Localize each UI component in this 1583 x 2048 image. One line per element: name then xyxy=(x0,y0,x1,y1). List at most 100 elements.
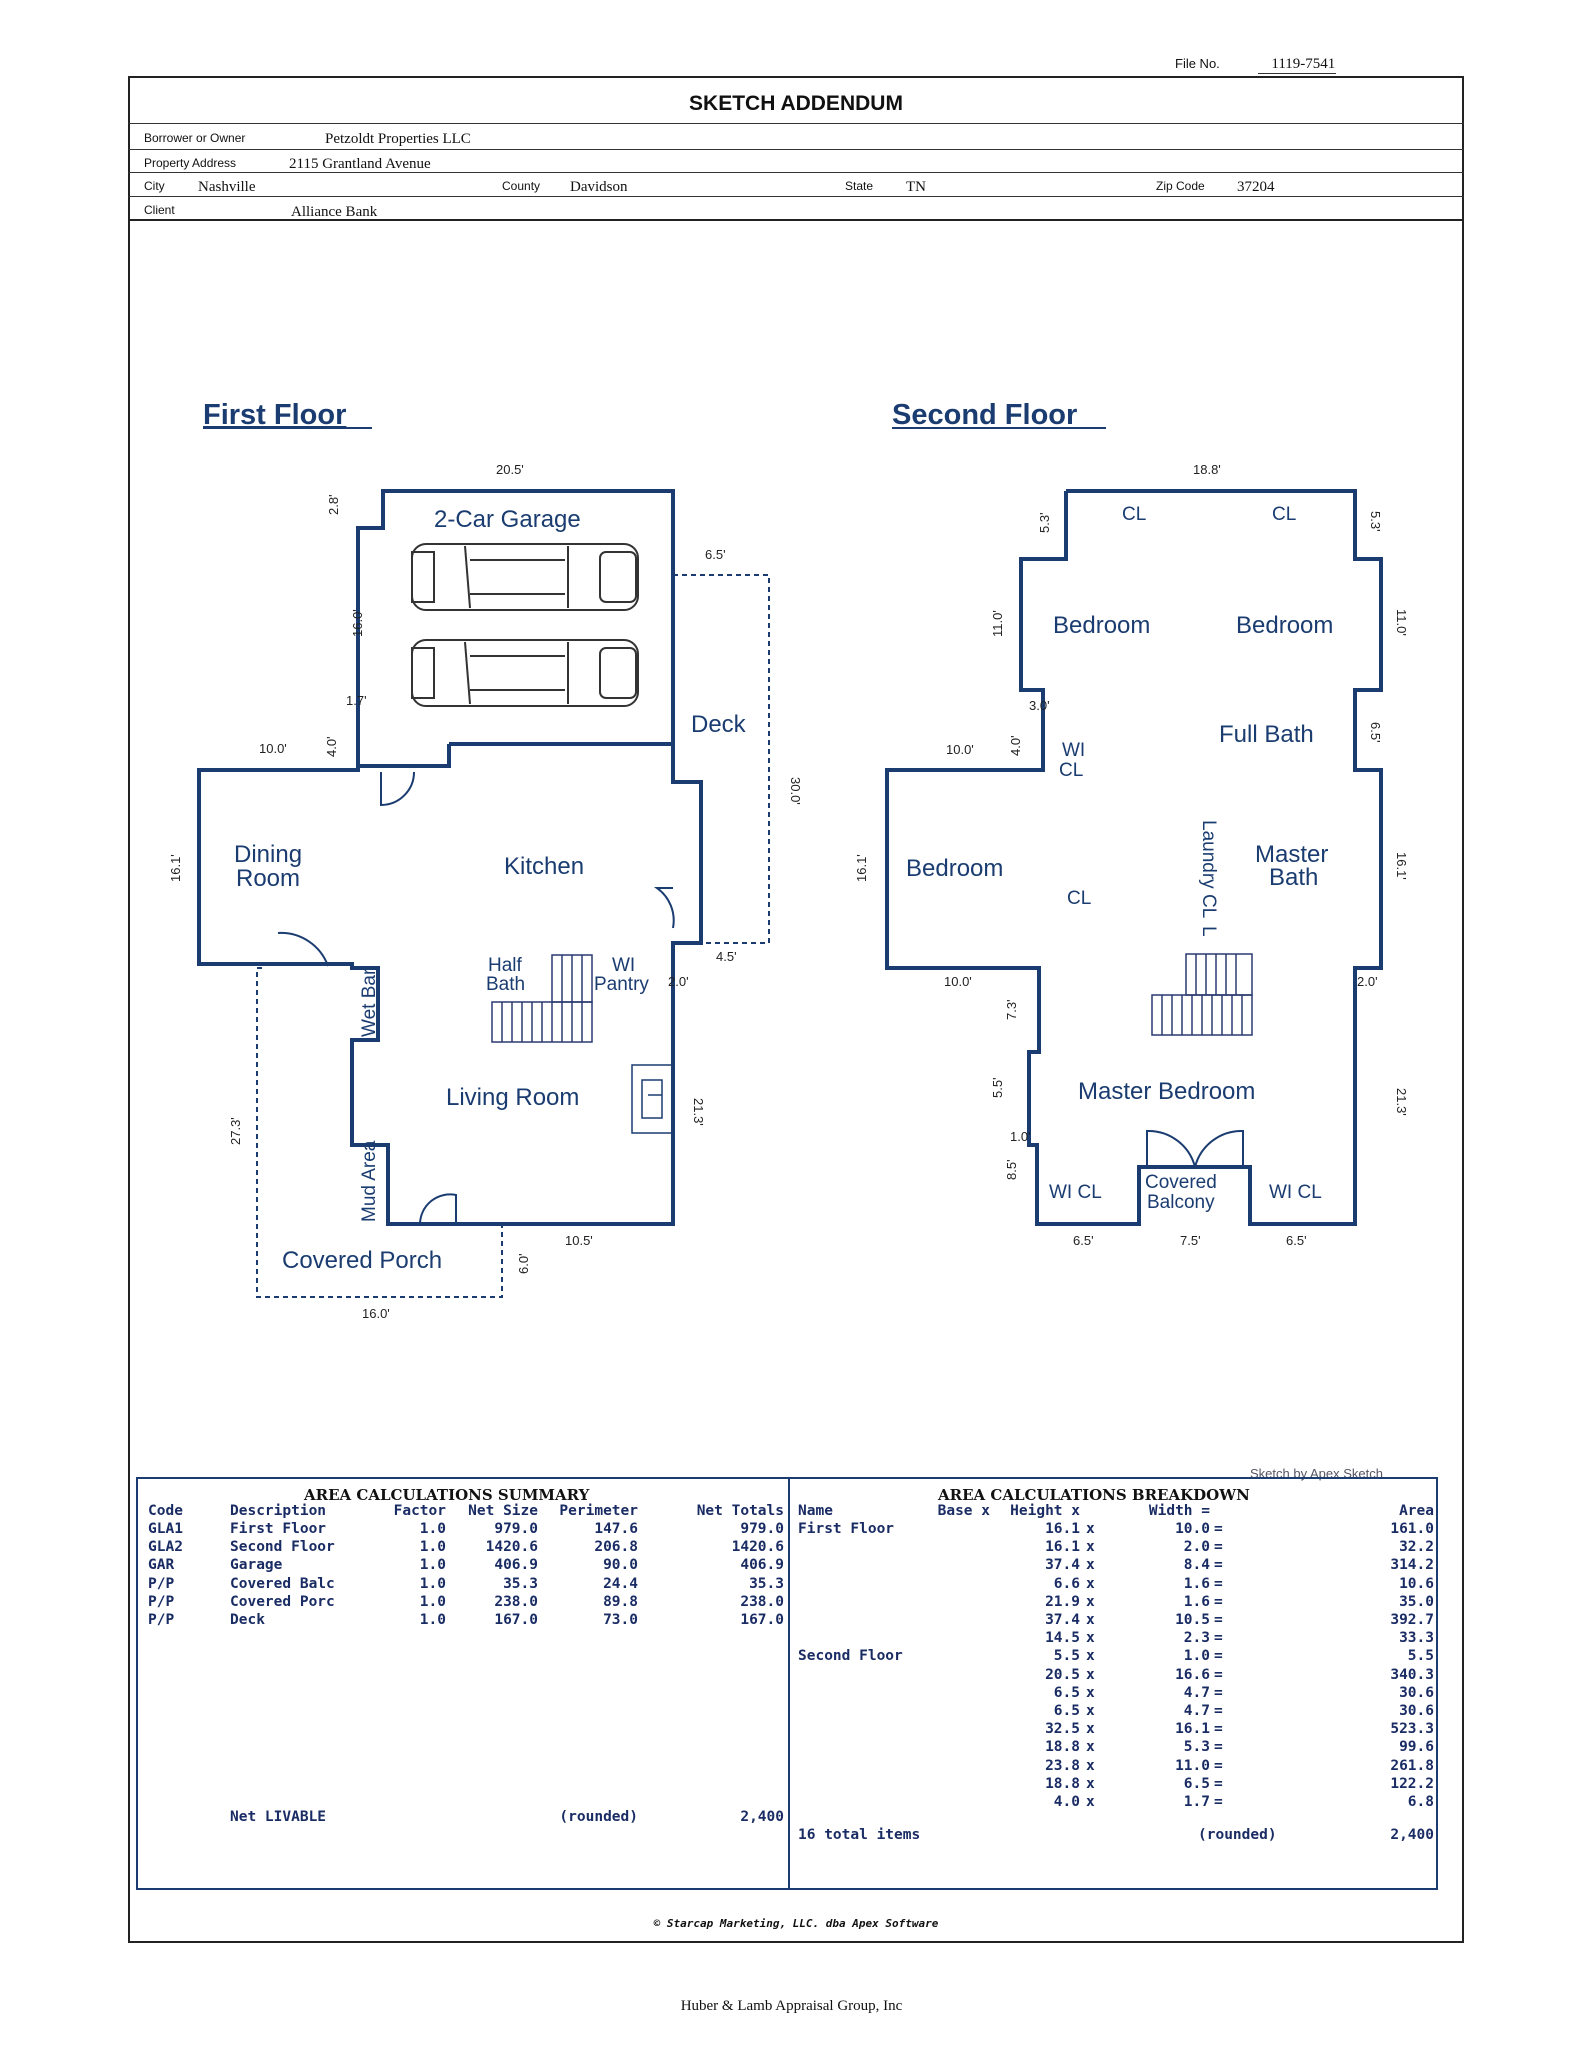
dimension-label: 11.0' xyxy=(990,610,1005,637)
breakdown-area: 314.2 xyxy=(1390,1557,1434,1574)
county-value: Davidson xyxy=(570,179,628,195)
deck-outline xyxy=(673,574,770,944)
breakdown-column-header: Name xyxy=(798,1503,833,1519)
dimension-label: 11.0' xyxy=(1394,609,1409,636)
dimension-label: 10.0' xyxy=(946,742,974,757)
summary-column-header: Perimeter xyxy=(559,1503,638,1519)
breakdown-x: x xyxy=(1086,1775,1095,1792)
summary-cell: 206.8 xyxy=(594,1539,638,1556)
breakdown-x: x xyxy=(1086,1666,1095,1683)
dimension-label: 5.3' xyxy=(1037,512,1052,533)
dimension-label: 16.1' xyxy=(168,854,183,882)
summary-cell: 167.0 xyxy=(494,1612,538,1628)
dimension-label: 21.3' xyxy=(691,1098,706,1126)
breakdown-height: 37.4 xyxy=(1045,1612,1080,1628)
breakdown-eq: = xyxy=(1214,1757,1223,1774)
breakdown-area: 30.6 xyxy=(1399,1703,1434,1719)
breakdown-x: x xyxy=(1086,1630,1095,1647)
room-label-dining: Room xyxy=(236,865,300,892)
client-label: Client xyxy=(144,203,175,217)
summary-cell: P/P xyxy=(148,1575,175,1592)
breakdown-eq: = xyxy=(1214,1575,1223,1592)
room-label-closet: CL xyxy=(1067,888,1091,909)
room-label-bedroom: Bedroom xyxy=(1236,612,1333,639)
summary-cell: 89.8 xyxy=(603,1593,638,1610)
dimension-label: 6.5' xyxy=(705,547,726,562)
breakdown-area: 35.0 xyxy=(1399,1593,1434,1610)
dimension-label: 2.0' xyxy=(1357,974,1378,989)
summary-cell: P/P xyxy=(148,1612,175,1628)
breakdown-width: 1.6 xyxy=(1183,1593,1210,1610)
breakdown-width: 4.7 xyxy=(1183,1684,1210,1701)
breakdown-area: 6.8 xyxy=(1407,1794,1434,1810)
breakdown-x: x xyxy=(1086,1521,1095,1537)
first-floor-dimensions: 20.5' 2.8' 16.0' 1.7' 4.0' 10.0' 6.5' 30… xyxy=(168,462,803,1321)
summary-cell: Covered Balc xyxy=(230,1575,335,1592)
breakdown-title: AREA CALCULATIONS BREAKDOWN xyxy=(938,1486,1250,1504)
breakdown-width: 2.3 xyxy=(1183,1630,1210,1647)
breakdown-eq: = xyxy=(1214,1557,1223,1574)
page-frame xyxy=(128,76,1464,1943)
file-number-value: 1119-7541 xyxy=(1271,56,1336,72)
room-label-living: Living Room xyxy=(446,1084,579,1111)
summary-cell: GAR xyxy=(148,1557,175,1574)
breakdown-x: x xyxy=(1086,1794,1095,1810)
breakdown-eq: = xyxy=(1214,1521,1223,1537)
summary-cell: 1.0 xyxy=(419,1593,446,1610)
summary-cell: 238.0 xyxy=(740,1593,784,1610)
dimension-label: 4.5' xyxy=(716,949,737,964)
dimension-label: 5.5' xyxy=(990,1077,1005,1098)
breakdown-eq: = xyxy=(1214,1630,1223,1647)
table-divider xyxy=(788,1479,790,1888)
total-items-label: 16 total items xyxy=(798,1827,921,1843)
room-label-pantry: Pantry xyxy=(594,974,649,995)
breakdown-area: 392.7 xyxy=(1390,1612,1434,1628)
room-label-closet: CL xyxy=(1122,504,1146,525)
summary-cell: Second Floor xyxy=(230,1539,335,1556)
breakdown-name: Second Floor xyxy=(798,1648,903,1665)
summary-cell: 35.3 xyxy=(503,1575,538,1592)
client-value: Alliance Bank xyxy=(291,204,378,220)
breakdown-x: x xyxy=(1086,1593,1095,1610)
summary-cell: Garage xyxy=(230,1557,283,1574)
room-label-garage: 2-Car Garage xyxy=(434,506,581,533)
breakdown-height: 16.1 xyxy=(1045,1521,1080,1537)
breakdown-area: 5.5 xyxy=(1407,1648,1434,1665)
first-floor-room-labels: 2-Car Garage Deck Dining Room Kitchen Li… xyxy=(234,506,747,1274)
breakdown-total: 2,400 xyxy=(1390,1827,1434,1843)
breakdown-width: 16.6 xyxy=(1175,1666,1210,1683)
first-floor-plan: 2-Car Garage Deck Dining Room Kitchen Li… xyxy=(168,462,803,1321)
car-icon xyxy=(411,543,639,611)
address-value: 2115 Grantland Avenue xyxy=(289,156,431,172)
breakdown-eq: = xyxy=(1214,1648,1223,1665)
summary-cell: 1.0 xyxy=(419,1575,446,1592)
living-door xyxy=(419,1193,457,1225)
county-label: County xyxy=(502,179,541,193)
summary-cell: GLA2 xyxy=(148,1539,183,1556)
summary-cell: First Floor xyxy=(230,1521,327,1537)
dimension-label: 7.5' xyxy=(1180,1233,1201,1248)
dimension-label: 18.8' xyxy=(1193,462,1221,477)
dimension-label: 6.5' xyxy=(1368,722,1383,743)
dimension-label: 6.5' xyxy=(1073,1233,1094,1248)
breakdown-column-header: Area xyxy=(1399,1503,1434,1519)
summary-cell: P/P xyxy=(148,1593,175,1610)
dimension-label: 2.0' xyxy=(668,974,689,989)
summary-title: AREA CALCULATIONS SUMMARY xyxy=(304,1486,590,1504)
summary-cell: GLA1 xyxy=(148,1521,183,1537)
room-label-laundry: L xyxy=(1198,926,1219,937)
room-label-deck: Deck xyxy=(691,711,747,738)
net-livable-label: Net LIVABLE xyxy=(230,1809,327,1825)
dimension-label: 16.1' xyxy=(1394,852,1409,880)
summary-cell: 73.0 xyxy=(603,1612,638,1628)
room-label-porch: Covered Porch xyxy=(282,1247,442,1274)
breakdown-area: 99.6 xyxy=(1399,1739,1434,1756)
second-floor-stairs xyxy=(1151,953,1253,1036)
dimension-label: 30.0' xyxy=(788,777,803,805)
borrower-value: Petzoldt Properties LLC xyxy=(325,131,471,147)
dimension-label: 5.3' xyxy=(1368,511,1383,532)
deck-door xyxy=(653,887,675,929)
dimension-label: 3.0' xyxy=(1029,698,1050,713)
porch-outline xyxy=(256,967,503,1298)
breakdown-width: 1.7 xyxy=(1183,1794,1210,1810)
